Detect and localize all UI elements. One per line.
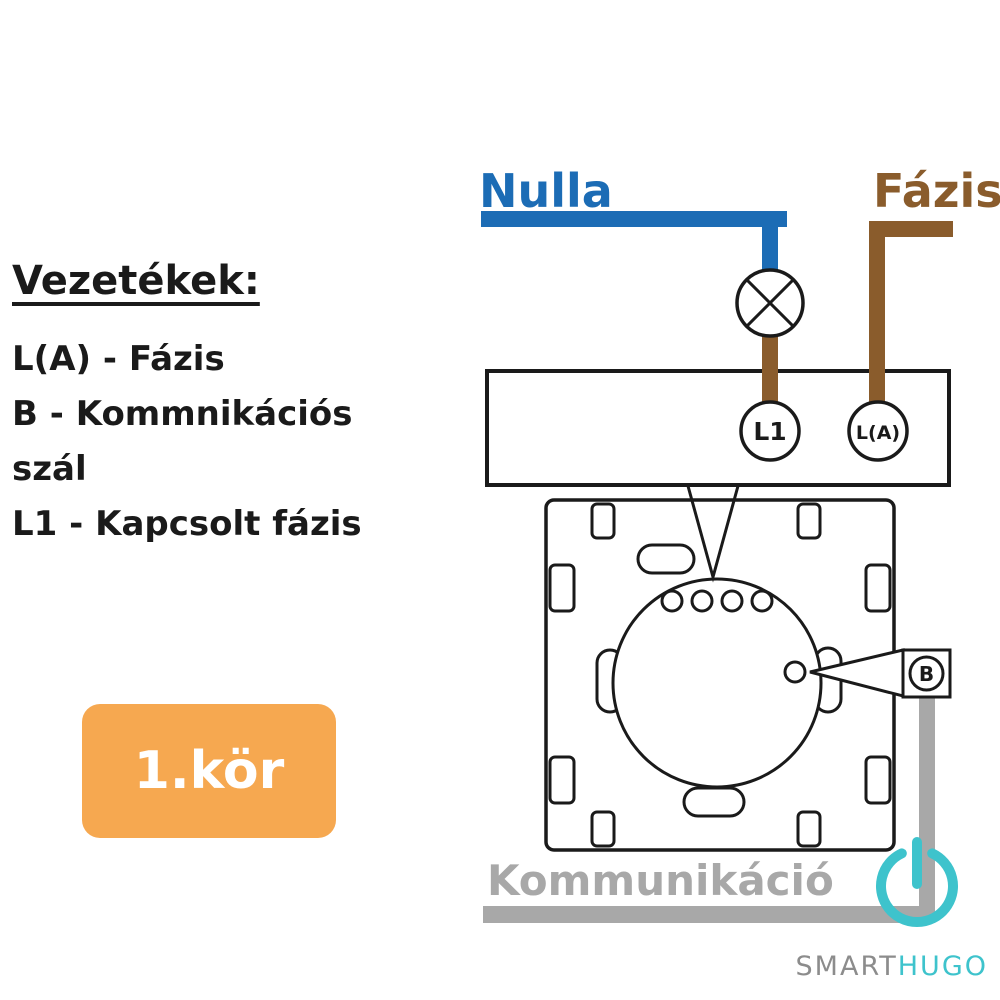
lamp-cross-line-2	[745, 278, 795, 328]
cutout-bottom	[682, 786, 746, 818]
comm-wire-label: Kommunikáció	[487, 856, 834, 905]
circuit-badge: 1.kör	[82, 704, 336, 838]
terminal-l1-label: L1	[753, 417, 786, 446]
comm-wire-vertical	[919, 697, 935, 917]
contact-hole-2	[690, 589, 714, 613]
brand-wordmark: SMARTHUGO	[796, 951, 988, 982]
contact-hole-1	[660, 589, 684, 613]
terminal-b-circle	[908, 655, 945, 692]
brand-hugo: HUGO	[897, 951, 988, 982]
slot-left-upper	[548, 563, 576, 613]
terminal-la-label: L(A)	[856, 422, 900, 444]
cutout-top	[636, 543, 696, 575]
terminal-b-label: B	[919, 662, 934, 686]
slot-top-right	[796, 502, 822, 540]
slot-right-upper	[864, 563, 892, 613]
slot-bottom-right	[796, 810, 822, 848]
slot-top-left	[590, 502, 616, 540]
legend-line-b-wrap: szál	[12, 449, 87, 489]
neutral-wire-label: Nulla	[479, 164, 613, 218]
b-contact-circle	[783, 660, 807, 684]
brand-smart: SMART	[795, 951, 898, 982]
power-icon	[876, 848, 958, 927]
terminal-l1-circle	[739, 400, 801, 462]
lamp-to-l1-wire	[762, 334, 778, 404]
contact-hole-4	[750, 589, 774, 613]
slot-left-lower	[548, 755, 576, 805]
comm-wire-horizontal	[483, 906, 935, 923]
phase-wire-vertical	[869, 221, 885, 403]
slot-bottom-left	[590, 810, 616, 848]
circuit-badge-label: 1.kör	[133, 741, 285, 801]
legend-line-b: B - Kommnikációs	[12, 394, 353, 434]
terminal-la-circle	[847, 400, 909, 462]
legend: Vezetékek: L(A) - Fázis B - Kommnikációs…	[12, 258, 482, 552]
legend-line-l1: L1 - Kapcsolt fázis	[12, 504, 362, 544]
switch-mechanism-circle	[611, 577, 823, 789]
legend-line-la: L(A) - Fázis	[12, 339, 225, 379]
phase-wire-horizontal	[869, 221, 953, 237]
neutral-wire-horizontal	[481, 211, 787, 227]
legend-title: Vezetékek:	[12, 258, 260, 304]
neutral-wire-vertical	[762, 211, 778, 273]
phase-wire-label: Fázis	[873, 164, 1000, 218]
slot-right-lower	[864, 755, 892, 805]
wire-entry-notch	[686, 485, 740, 583]
contact-hole-3	[720, 589, 744, 613]
